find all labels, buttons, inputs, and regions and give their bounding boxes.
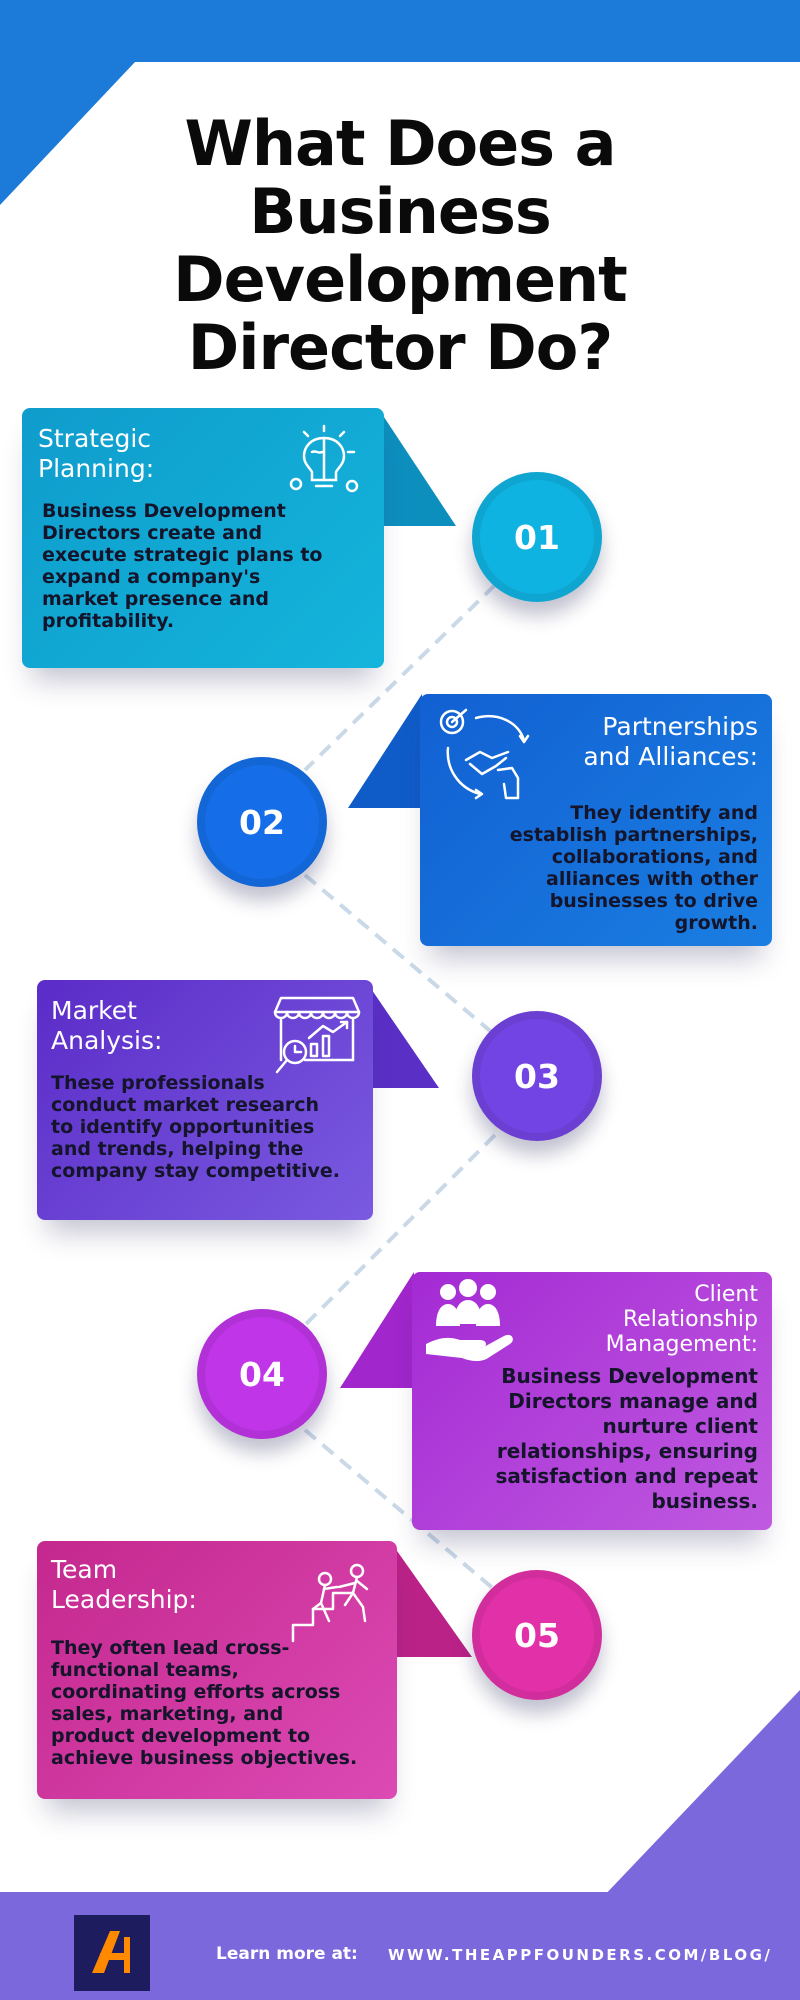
step-4-number: 04 [239, 1354, 285, 1394]
step-2-number: 02 [239, 802, 285, 842]
step-5-badge: 05 [472, 1570, 602, 1700]
step-1-body: Business Development Directors create an… [42, 500, 323, 632]
step-1-pointer [378, 408, 456, 526]
step-3-body: These professionals conduct market resea… [51, 1072, 340, 1182]
hand-people-icon [426, 1279, 513, 1361]
step-3-title: Market Analysis: [51, 996, 163, 1055]
blog-url-link[interactable]: WWW.THEAPPFOUNDERS.COM/BLOG/ [388, 1946, 773, 1964]
step-4-pointer [340, 1272, 414, 1388]
step-2-pointer [348, 694, 422, 808]
handshake-target-icon [439, 708, 530, 800]
step-4-title: Client Relationship Management: [605, 1282, 758, 1357]
page-title: What Does a Business Development Directo… [173, 107, 628, 384]
logo-mark-icon [92, 1931, 130, 1973]
step-5-card: Team Leadership: They often lead cross-f… [37, 1541, 397, 1799]
learn-more-label: Learn more at: [216, 1944, 358, 1964]
step-2-body: They identify and establish partnerships… [509, 802, 758, 934]
step-2-title: Partnerships and Alliances: [583, 712, 758, 771]
step-3-pointer [365, 980, 439, 1088]
step-4-body: Business Development Directors manage an… [495, 1364, 758, 1513]
market-stall-chart-icon [273, 996, 361, 1074]
step-1-title: Strategic Planning: [38, 424, 155, 483]
step-4-badge: 04 [197, 1309, 327, 1439]
top-left-corner-decoration [0, 0, 800, 205]
step-5-body: They often lead cross-functional teams, … [51, 1637, 358, 1769]
bottom-right-corner-decoration [600, 1690, 800, 1900]
step-5-pointer [390, 1541, 472, 1657]
step-1-badge: 01 [472, 472, 602, 602]
step-1-number: 01 [514, 517, 560, 557]
step-1-card: Strategic Planning: Business Development… [22, 408, 384, 668]
step-5-title: Team Leadership: [51, 1555, 197, 1614]
step-3-card: Market Analysis: These professionals con… [37, 980, 373, 1220]
step-2-badge: 02 [197, 757, 327, 887]
step-2-card: Partnerships and Alliances: They identif… [420, 694, 772, 946]
brain-bulb-gears-icon [289, 424, 359, 493]
step-3-badge: 03 [472, 1011, 602, 1141]
step-3-number: 03 [514, 1056, 560, 1096]
app-founders-logo[interactable] [74, 1915, 150, 1991]
step-4-card: Client Relationship Management: Business… [412, 1272, 772, 1530]
step-5-number: 05 [514, 1615, 560, 1655]
team-climb-stairs-icon [291, 1563, 369, 1643]
